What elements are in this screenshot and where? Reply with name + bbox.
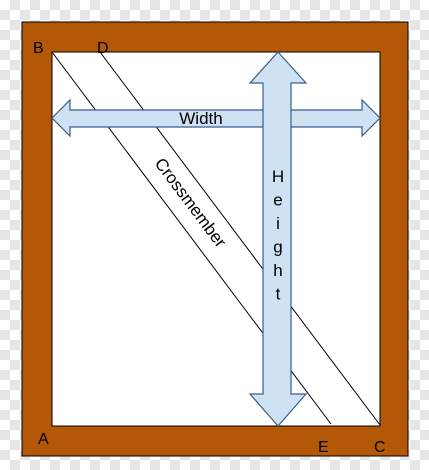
corner-label-d: D [97,40,109,57]
corner-label-b: B [33,40,44,57]
width-label: Width [179,109,222,128]
corner-label-e: E [318,439,329,456]
corner-label-c: C [374,439,386,456]
width-arrow [51,98,381,138]
corner-label-a: A [38,431,49,448]
height-arrow [248,51,308,427]
